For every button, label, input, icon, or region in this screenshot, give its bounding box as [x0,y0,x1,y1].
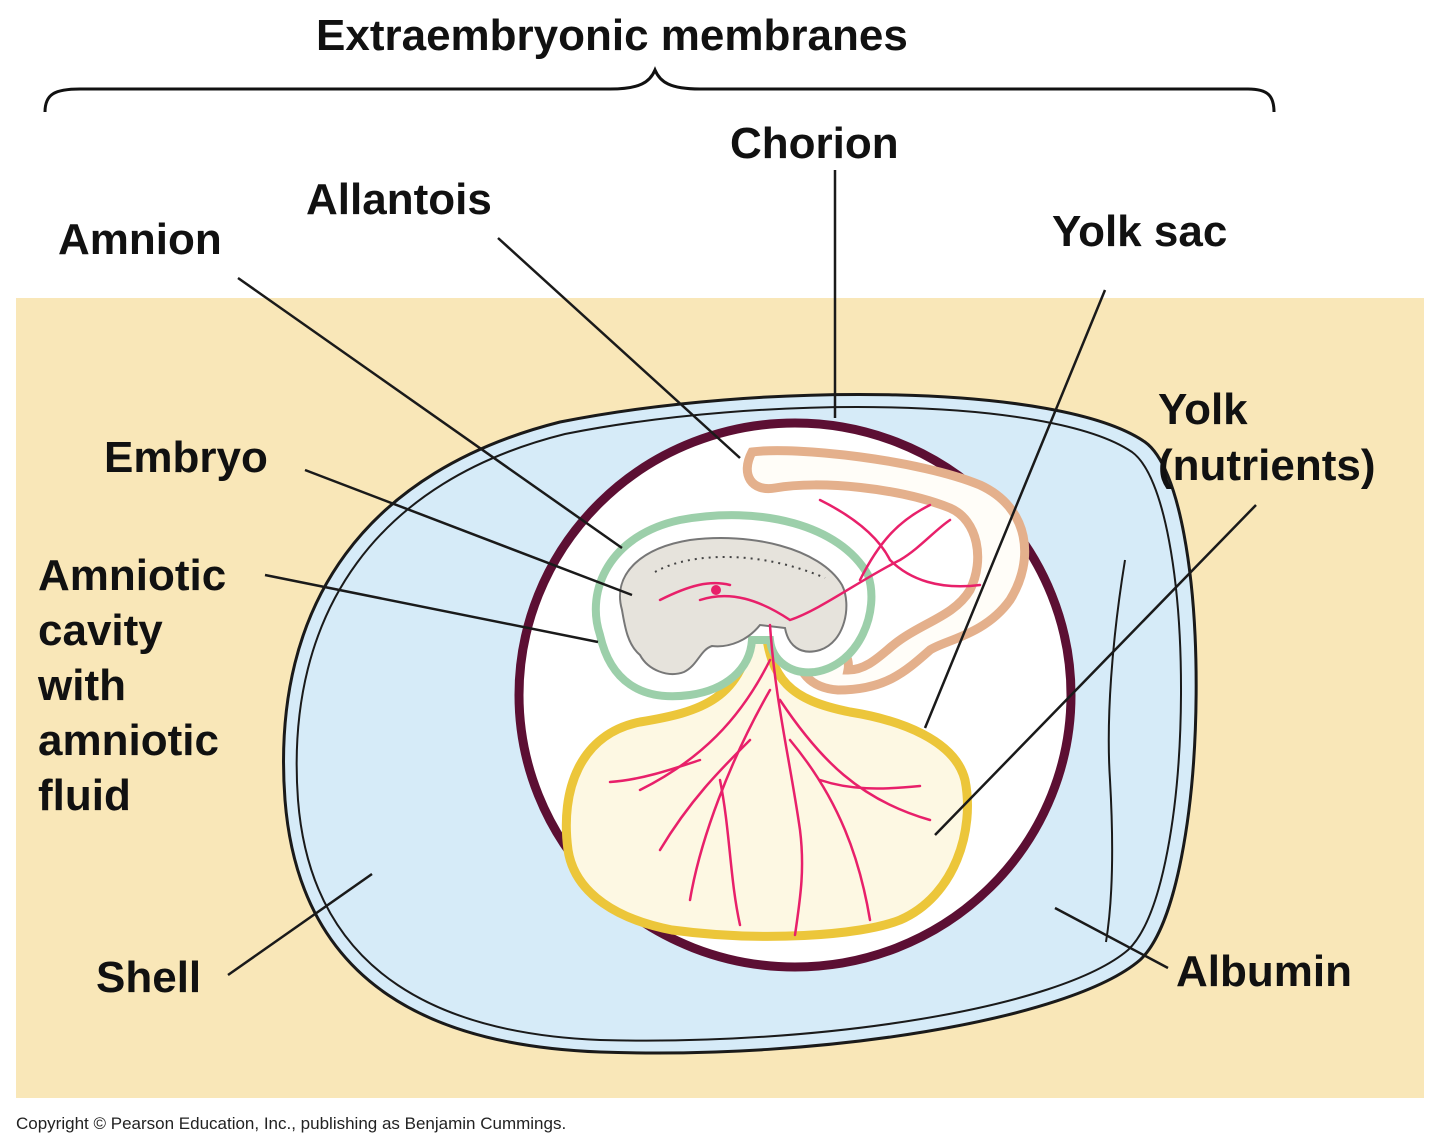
title-bracket [43,66,1276,113]
label-albumin: Albumin [1176,947,1352,996]
yolk-sac [561,619,972,941]
copyright-notice: Copyright © Pearson Education, Inc., pub… [16,1114,567,1133]
label-allantois: Allantois [306,175,492,224]
label-shell: Shell [96,953,202,1002]
label-amnion: Amnion [58,215,222,264]
leader-lines [227,170,1257,977]
embryo [619,537,848,675]
label-yolk: Yolk (nutrients) [1158,385,1376,490]
label-yolk-sac: Yolk sac [1052,207,1228,256]
embryo-somites [654,556,826,579]
embryo-heart [711,585,721,595]
label-chorion: Chorion [730,119,899,168]
label-embryo: Embryo [104,433,268,482]
blood-vessels [608,498,982,937]
label-amniotic-cavity: Amniotic cavity with amniotic fluid [38,551,227,820]
diagram-title: Extraembryonic membranes [316,11,908,60]
